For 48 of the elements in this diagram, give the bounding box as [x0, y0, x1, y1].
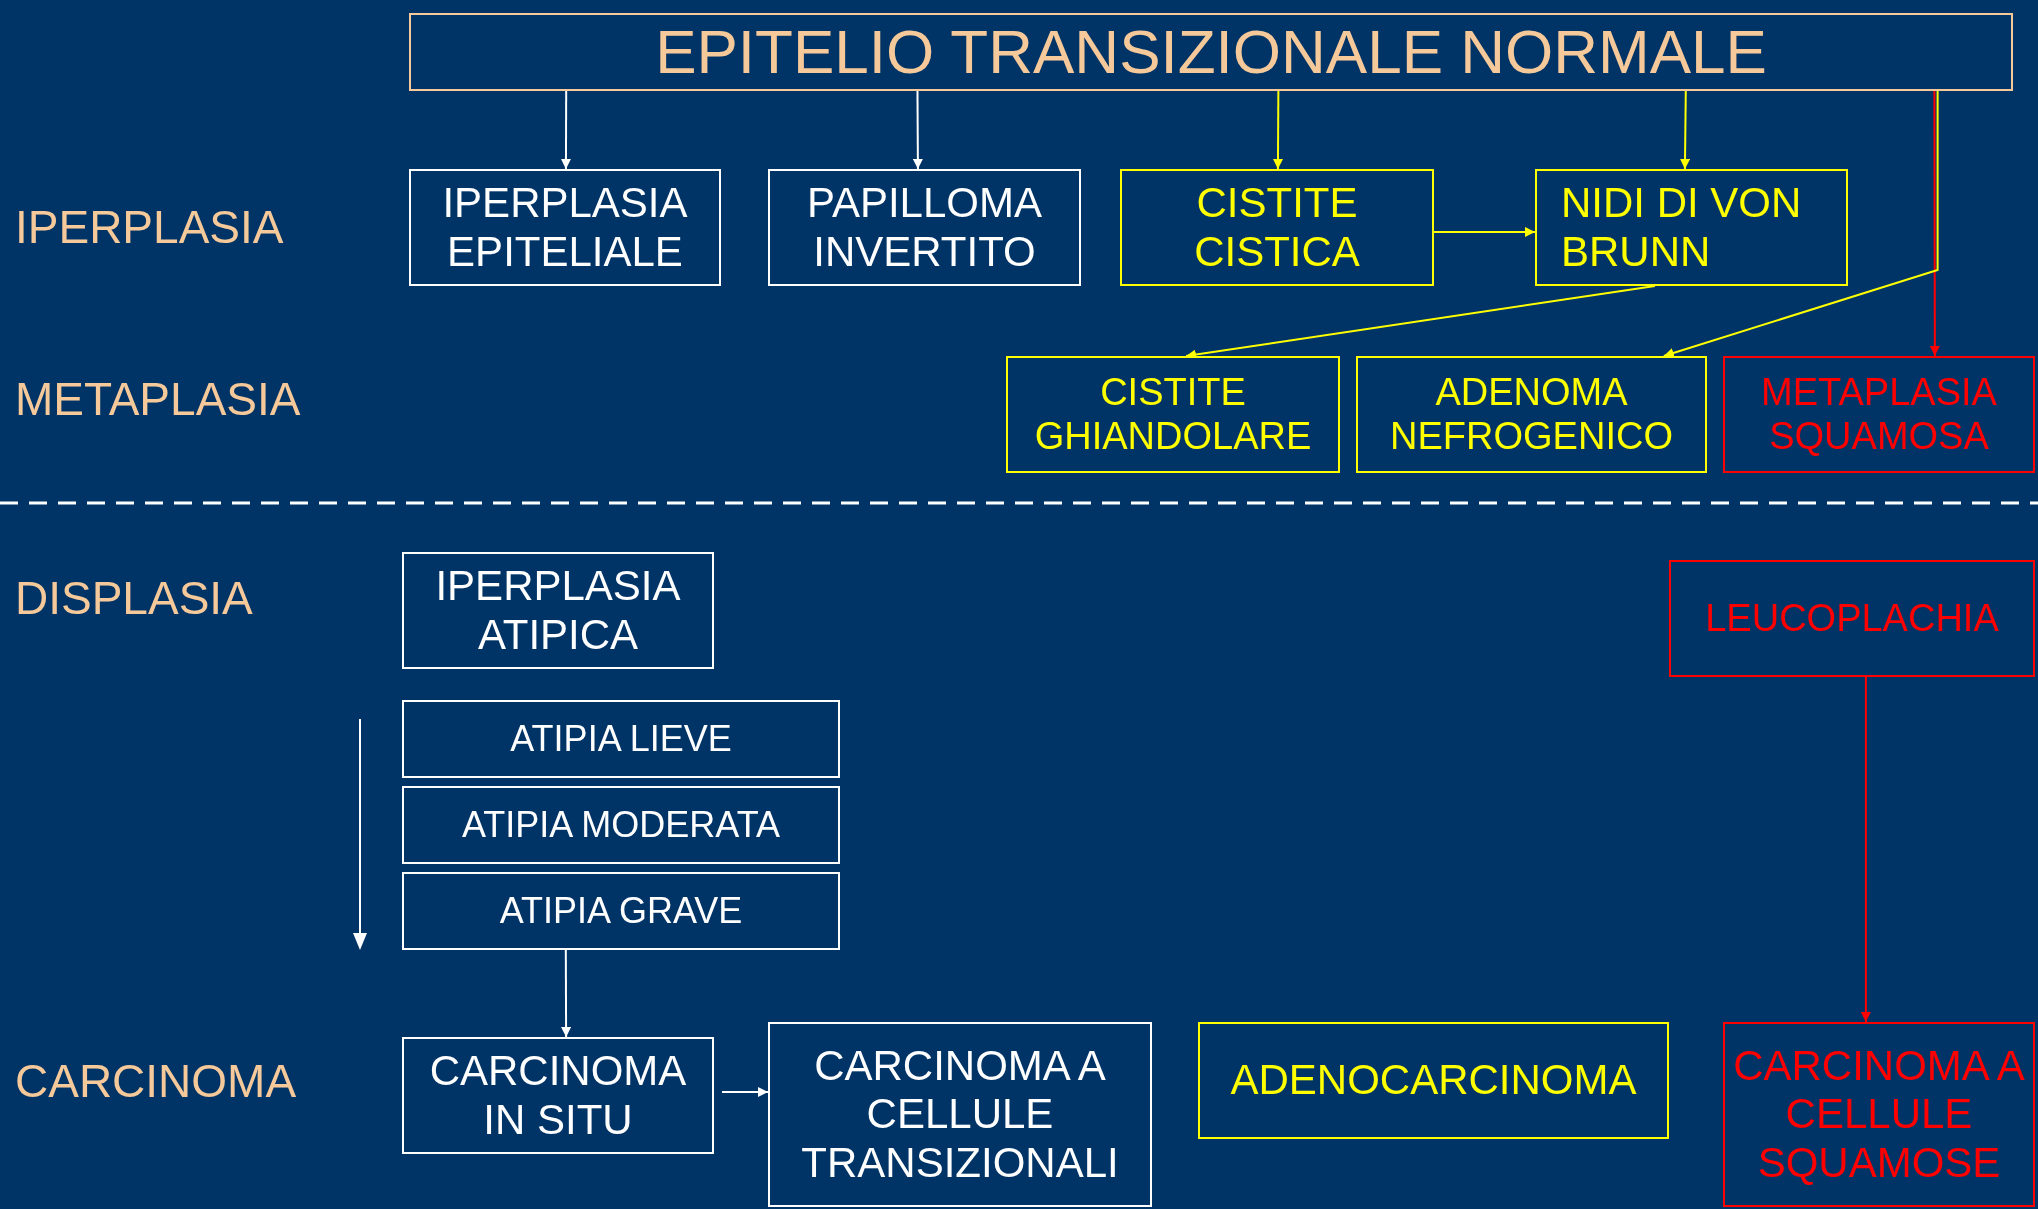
box-label: NIDI DI VON BRUNN — [1561, 179, 1803, 276]
arrow — [721, 1087, 769, 1097]
row-label: METAPLASIA — [15, 372, 301, 426]
arrow — [1273, 90, 1283, 170]
process-box — [768, 169, 1081, 286]
row-label: IPERPLASIA — [15, 200, 284, 254]
process-box — [768, 1022, 1152, 1207]
process-box — [1723, 356, 2035, 473]
box-label: ADENOMA NEFROGENICO — [1389, 370, 1674, 459]
arrow — [1680, 90, 1691, 170]
row-label: DISPLASIA — [15, 571, 253, 625]
process-box — [402, 552, 714, 669]
process-box — [409, 169, 721, 286]
arrow — [1860, 676, 1871, 1023]
arrow — [1929, 90, 1940, 357]
box-label: CARCINOMA A CELLULE SQUAMOSE — [1732, 1042, 2026, 1187]
box-label: CISTITE GHIANDOLARE — [1033, 370, 1313, 459]
process-box — [1723, 1022, 2035, 1207]
process-box — [1198, 1022, 1669, 1139]
box-label: CISTITE CISTICA — [1193, 179, 1361, 276]
process-box — [1120, 169, 1434, 286]
process-box — [1535, 169, 1848, 286]
arrow — [1662, 90, 1939, 358]
arrow — [1433, 226, 1536, 237]
box-label: ATIPIA GRAVE — [499, 890, 743, 932]
box-label: PAPILLOMA INVERTITO — [806, 179, 1043, 276]
box-label: CARCINOMA A CELLULE TRANSIZIONALI — [800, 1042, 1120, 1187]
box-label: ATIPIA LIEVE — [510, 718, 732, 760]
box-label: METAPLASIA SQUAMOSA — [1760, 370, 1998, 459]
process-box — [1006, 356, 1340, 473]
box-label: IPERPLASIA EPITELIALE — [441, 179, 689, 276]
process-box — [1356, 356, 1707, 473]
box-label: ATIPIA MODERATA — [461, 804, 780, 846]
box-label: LEUCOPLACHIA — [1705, 596, 1999, 641]
title-box — [409, 13, 2013, 91]
box-label: IPERPLASIA ATIPICA — [434, 562, 682, 659]
box-label: CARCINOMA IN SITU — [428, 1047, 688, 1144]
process-box — [1669, 560, 2035, 677]
row-label: CARCINOMA — [15, 1054, 297, 1108]
box-label: EPITELIO TRANSIZIONALE NORMALE — [655, 16, 1767, 88]
arrow — [561, 949, 572, 1038]
process-box — [402, 700, 840, 778]
process-box — [402, 786, 840, 864]
arrow — [560, 90, 571, 170]
arrow — [912, 90, 923, 170]
process-box — [402, 872, 840, 950]
box-label: ADENOCARCINOMA — [1230, 1056, 1637, 1105]
process-box — [402, 1037, 714, 1154]
